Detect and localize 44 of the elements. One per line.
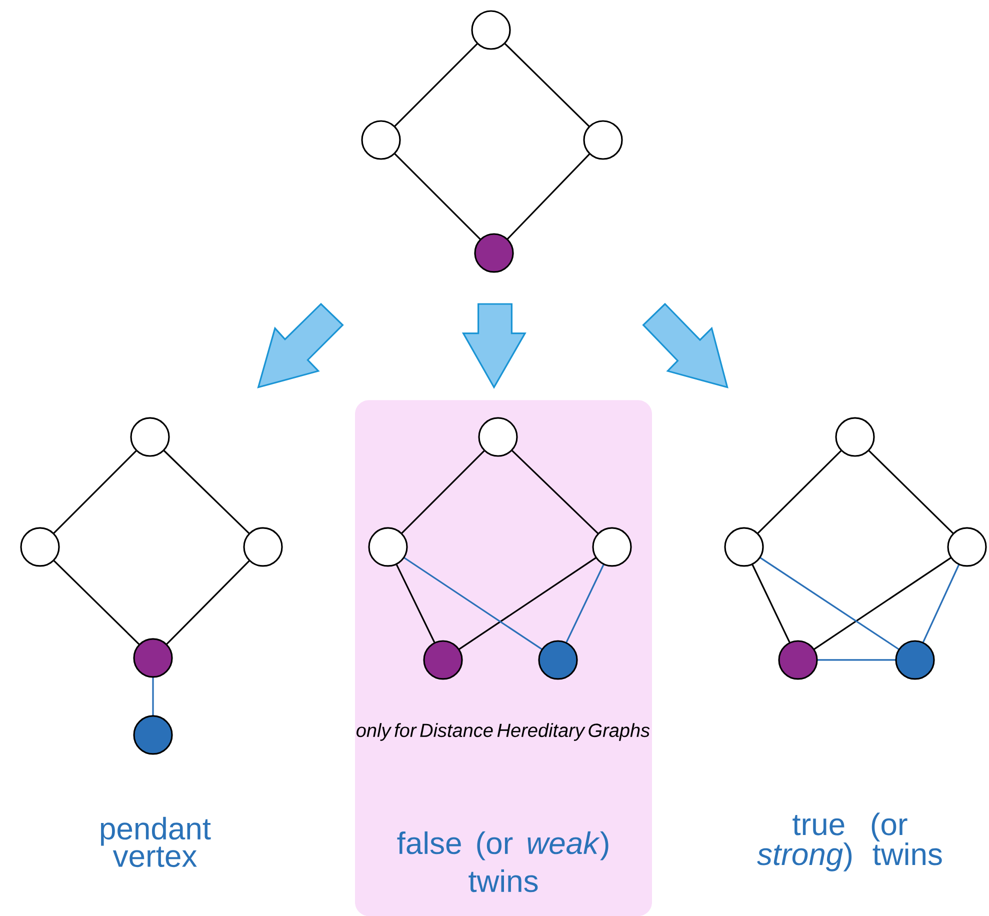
vertex-circle [583, 120, 623, 160]
graph-edge [152, 676, 154, 716]
vertex-circle [133, 638, 173, 678]
category-label: pendant vertex [100, 816, 211, 868]
graph-edge [759, 556, 900, 650]
category-label: true (or strong) twins [757, 812, 942, 872]
vertex-circle [724, 527, 764, 567]
graph-edge [400, 450, 486, 534]
vertex-circle [778, 640, 818, 680]
graph-edge [396, 564, 436, 644]
vertex-circle [478, 417, 518, 457]
vertex-circle [243, 527, 283, 567]
graph-edge [565, 564, 605, 644]
graph-edge [506, 153, 590, 240]
graph-edge [504, 42, 590, 128]
vertex-circle [130, 417, 170, 457]
graph-edge [751, 564, 791, 644]
graph-edge [817, 659, 896, 661]
graph-edge [52, 450, 138, 534]
graph-edge [458, 556, 597, 650]
graph-edge [394, 152, 482, 240]
vertex-circle [423, 640, 463, 680]
vertex-circle [947, 527, 987, 567]
graph-edge [394, 42, 478, 128]
vertex-circle [895, 640, 935, 680]
vertex-circle [471, 10, 511, 50]
graph-edge [511, 450, 599, 534]
graph-edge [166, 560, 250, 646]
note-text: only for Distance Hereditary Graphs [356, 723, 650, 741]
vertex-circle [538, 640, 578, 680]
graph-edge [163, 450, 250, 534]
graph-edge [922, 564, 960, 644]
vertex-circle [835, 417, 875, 457]
vertex-circle [474, 233, 514, 273]
vertex-circle [361, 120, 401, 160]
graph-edge [868, 450, 954, 534]
graph-edge [813, 556, 952, 650]
vertex-circle [133, 715, 173, 755]
vertex-circle [368, 527, 408, 567]
graph-edge [53, 560, 140, 646]
vertex-circle [20, 527, 60, 567]
graph-edge [403, 556, 543, 650]
graph-edge [756, 450, 842, 534]
vertex-circle [592, 527, 632, 567]
